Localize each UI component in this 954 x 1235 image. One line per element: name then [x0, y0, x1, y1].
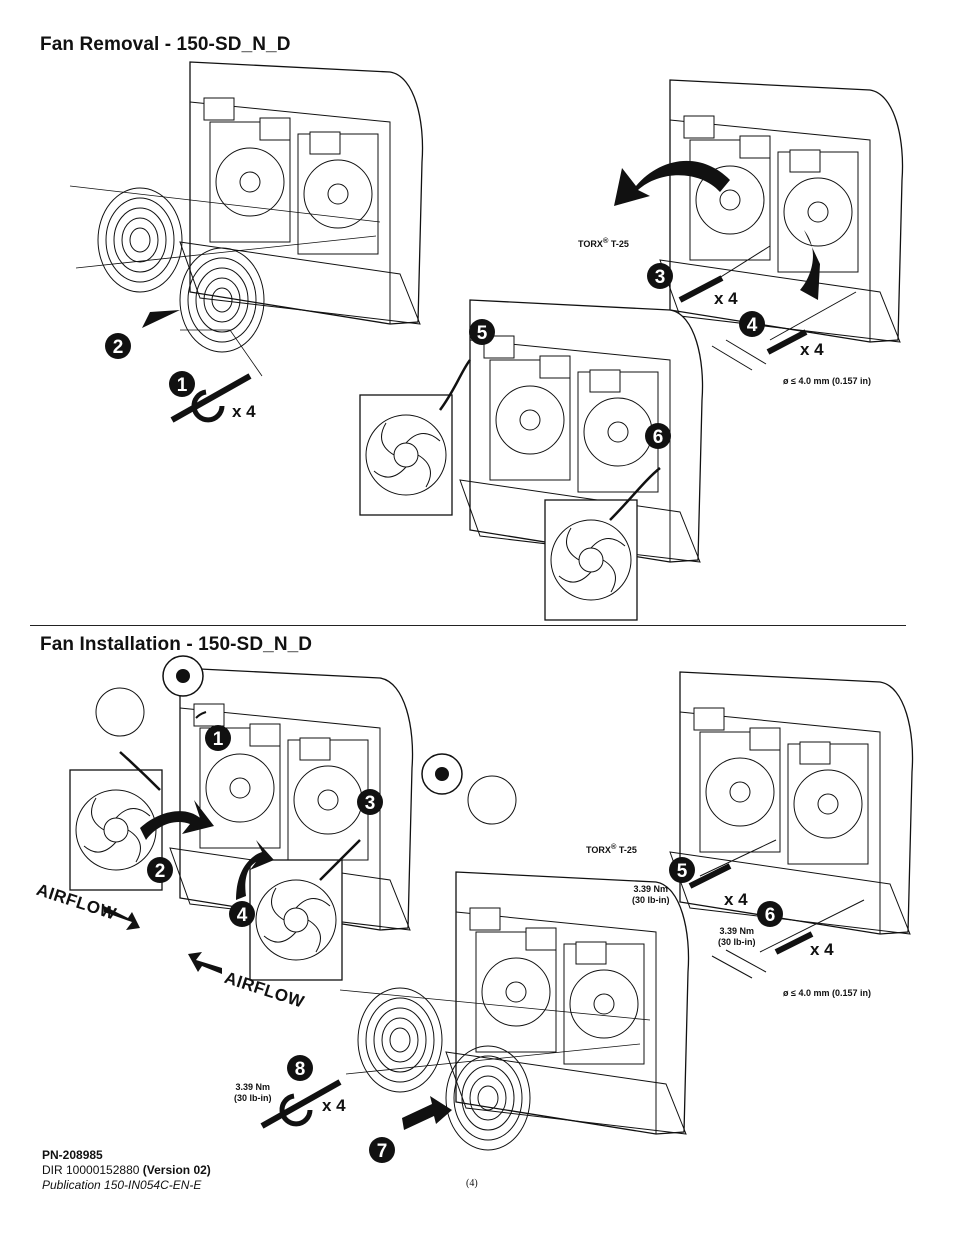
step-badge: 5	[677, 861, 688, 882]
step-badge: 8	[295, 1059, 306, 1080]
removal-section-title: Fan Removal - 150-SD_N_D	[40, 34, 291, 55]
removal-diameter-spec: ø ≤ 4.0 mm (0.157 in)	[783, 376, 871, 386]
installation-step8-quantity: x 4	[322, 1096, 346, 1115]
step-badge: 4	[747, 315, 758, 336]
installation-step5-quantity: x 4	[724, 890, 748, 909]
document-footer: PN-208985 DIR 10000152880 (Version 02) P…	[42, 1148, 211, 1193]
step-badge: 2	[155, 861, 166, 882]
installation-step8-torque: 3.39 Nm(30 lb-in)	[234, 1082, 272, 1103]
installation-step-badges: 1 2 3 4 5 6 7 8	[147, 725, 783, 1163]
part-number: PN-208985	[42, 1148, 103, 1162]
installation-step6-torque: 3.39 Nm(30 lb-in)	[718, 926, 756, 947]
page-number: (4)	[466, 1178, 478, 1189]
installation-section-title: Fan Installation - 150-SD_N_D	[40, 634, 313, 655]
removal-step-badges: 1 2 3 4 5 6	[105, 263, 765, 449]
dir-line: DIR 10000152880 (Version 02)	[42, 1163, 211, 1177]
step-badge: 3	[655, 267, 666, 288]
step-badge: 5	[477, 323, 488, 344]
step-badge: 4	[237, 905, 248, 926]
step-badge: 2	[113, 337, 124, 358]
installation-diameter-spec: ø ≤ 4.0 mm (0.157 in)	[783, 988, 871, 998]
installation-torx-label: TORX® T-25	[586, 842, 637, 855]
step-badge: 1	[213, 729, 224, 750]
step-badge: 7	[377, 1141, 388, 1162]
section-divider	[30, 625, 906, 626]
step-badge: 1	[177, 375, 188, 396]
removal-step1-quantity: x 4	[232, 402, 256, 421]
step-badge: 6	[765, 905, 776, 926]
installation-step6-quantity: x 4	[810, 940, 834, 959]
removal-step3-quantity: x 4	[714, 289, 738, 308]
step-badge: 6	[653, 427, 664, 448]
installation-step5-torque: 3.39 Nm(30 lb-in)	[632, 884, 670, 905]
step-badge: 3	[365, 793, 376, 814]
removal-torx-label: TORX® T-25	[578, 236, 629, 249]
publication-number: Publication 150-IN054C-EN-E	[42, 1178, 202, 1192]
removal-step4-quantity: x 4	[800, 340, 824, 359]
